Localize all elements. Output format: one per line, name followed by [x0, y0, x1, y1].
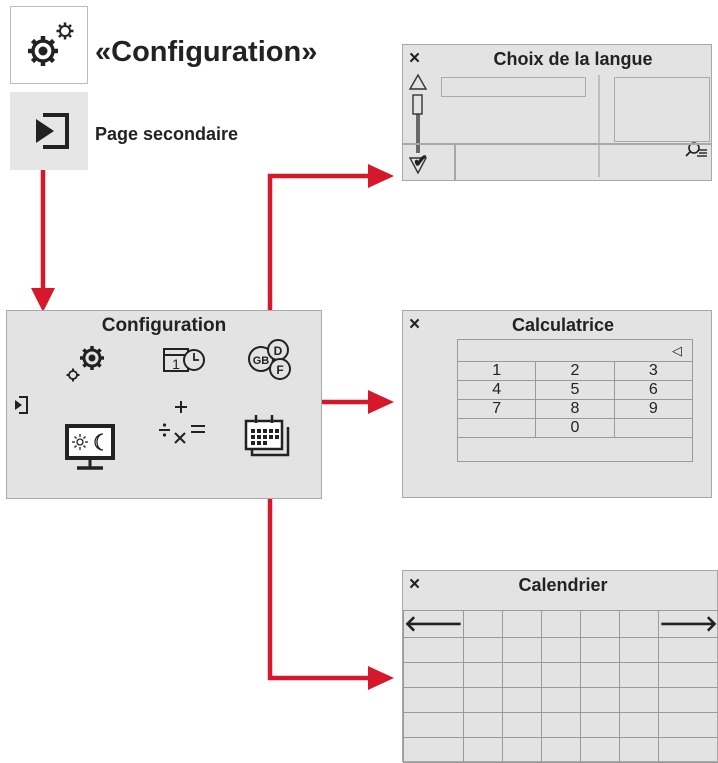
back-icon[interactable]: [15, 397, 27, 413]
arrowhead-right-1: [368, 164, 394, 188]
config-panel: Configuration 1: [6, 310, 322, 499]
confirm-button[interactable]: ✔: [413, 151, 428, 172]
calendar-panel: × Calendrier 🡐 🡒: [402, 570, 718, 762]
key[interactable]: 6: [614, 381, 692, 400]
svg-text:D: D: [274, 344, 283, 358]
header-secondary-tile: [10, 92, 88, 170]
language-footer-divider: [454, 143, 456, 180]
language-search-field[interactable]: [441, 77, 586, 97]
arrowhead-right-3: [368, 666, 394, 690]
key[interactable]: 2: [536, 362, 614, 381]
arrowhead-down: [31, 288, 55, 312]
language-icon[interactable]: GB D F: [249, 340, 290, 379]
calculator-keypad: ◁ 1 2 3 4 5 6 7 8 9 0: [457, 339, 693, 462]
backspace-key[interactable]: ◁: [458, 340, 693, 362]
calculator-panel: × Calculatrice ◁ 1 2 3 4 5 6 7 8 9 0: [402, 310, 712, 498]
arrow-language-to-choix: [270, 176, 372, 330]
key[interactable]: [458, 419, 536, 438]
enter-icon: [10, 92, 88, 170]
arrowhead-right-2: [368, 390, 394, 414]
close-button[interactable]: ×: [409, 315, 420, 334]
gears-icon[interactable]: [67, 346, 105, 382]
table-row: [404, 638, 718, 663]
key[interactable]: 8: [536, 400, 614, 419]
prev-month-arrow-icon[interactable]: 🡐: [404, 611, 464, 638]
date-time-icon[interactable]: 1: [164, 349, 204, 372]
language-preview-box: [614, 77, 710, 142]
key[interactable]: 5: [536, 381, 614, 400]
key[interactable]: [614, 419, 692, 438]
key[interactable]: 4: [458, 381, 536, 400]
config-icons: 1 GB D F: [7, 311, 323, 500]
key[interactable]: 3: [614, 362, 692, 381]
calculator-result: [458, 438, 693, 462]
key[interactable]: 1: [458, 362, 536, 381]
svg-text:GB: GB: [253, 355, 270, 367]
svg-text:1: 1: [172, 356, 180, 372]
calendar-grid: 🡐 🡒: [403, 610, 718, 763]
arrow-calendar-to-calendrier: [270, 480, 372, 678]
key[interactable]: 9: [614, 400, 692, 419]
calculator-icon[interactable]: [159, 401, 205, 443]
table-row: [404, 738, 718, 763]
page-title: «Configuration»: [95, 36, 317, 69]
next-month-arrow-icon[interactable]: 🡒: [659, 611, 718, 638]
table-row: [404, 713, 718, 738]
svg-text:F: F: [276, 363, 283, 377]
close-button[interactable]: ×: [409, 575, 420, 594]
header-gears-tile: [10, 6, 88, 84]
scroll-thumb[interactable]: [413, 95, 422, 114]
secondary-label: Page secondaire: [95, 124, 238, 145]
calendar-icon[interactable]: [246, 415, 288, 455]
scroll-up-icon[interactable]: [410, 75, 426, 89]
table-row: [404, 663, 718, 688]
calendar-title: Calendrier: [433, 575, 693, 596]
calculator-title: Calculatrice: [433, 315, 693, 336]
gears-icon: [11, 7, 89, 85]
key[interactable]: 7: [458, 400, 536, 419]
key[interactable]: 0: [536, 419, 614, 438]
search-list-icon[interactable]: [686, 143, 707, 156]
table-row: [404, 688, 718, 713]
language-footer: [403, 143, 711, 145]
display-day-night-icon[interactable]: [67, 426, 113, 468]
language-panel: × Choix de la langue ✔: [402, 44, 712, 181]
